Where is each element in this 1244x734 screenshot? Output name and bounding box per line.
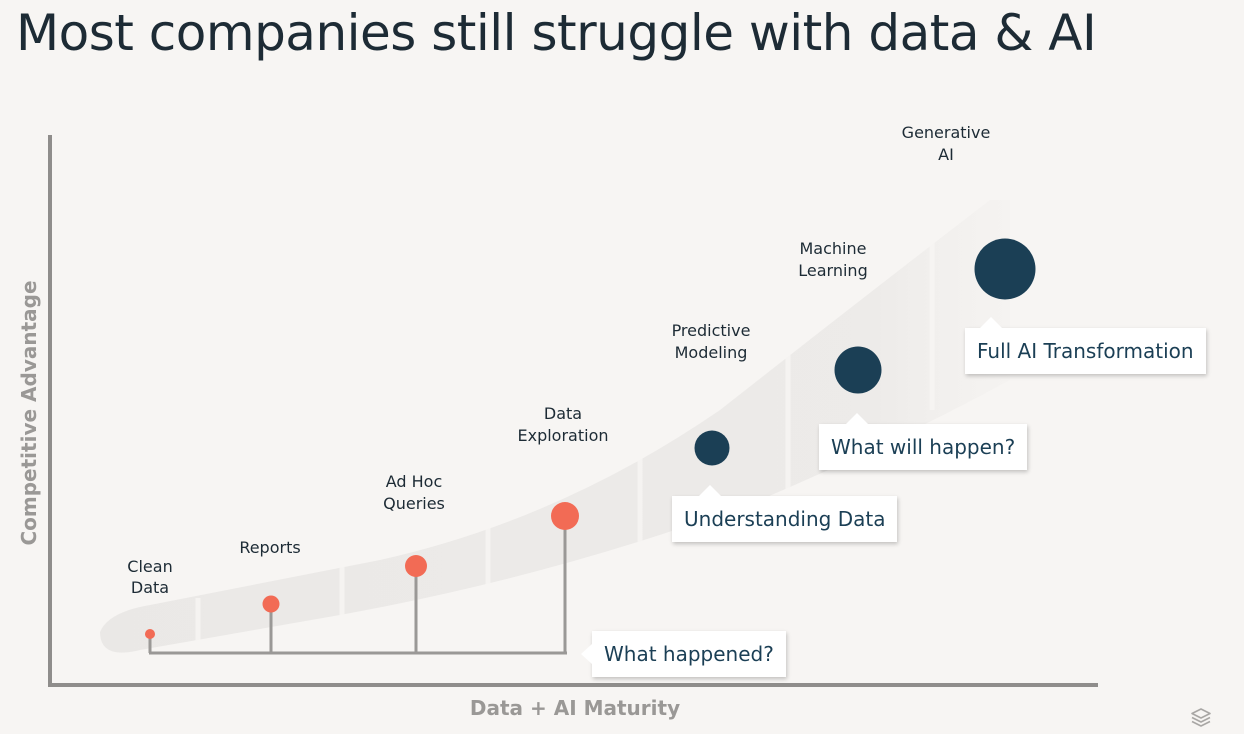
y-axis-label: Competitive Advantage bbox=[17, 280, 41, 545]
callout-what-will-happen: What will happen? bbox=[819, 413, 1028, 470]
reports-dot bbox=[262, 595, 280, 613]
stage-label-generative-line1: Generative bbox=[902, 123, 991, 142]
callout-understanding-data: Understanding Data bbox=[672, 485, 898, 542]
predictive-modeling-dot bbox=[694, 430, 730, 466]
databricks-layers-icon bbox=[1191, 708, 1211, 727]
stage-label-data-exploration-line1: Data bbox=[544, 404, 582, 423]
band-segments bbox=[195, 222, 935, 650]
stage-label-clean-data-line2: Data bbox=[131, 578, 169, 597]
slide-title: Most companies still struggle with data … bbox=[16, 4, 1097, 62]
stage-label-machine-learning-line1: Machine bbox=[800, 239, 867, 258]
machine-learning-dot bbox=[834, 346, 882, 394]
descriptive-bracket bbox=[148, 516, 567, 655]
stage-label-data-exploration-line2: Exploration bbox=[518, 426, 609, 445]
stage-label-machine-learning-line2: Learning bbox=[798, 261, 867, 280]
callout-what-happened: What happened? bbox=[581, 631, 786, 677]
x-axis-label: Data + AI Maturity bbox=[470, 696, 680, 720]
clean-data-dot bbox=[145, 629, 155, 639]
stage-label-predictive-line2: Modeling bbox=[675, 343, 748, 362]
stage-label-generative-line2: AI bbox=[938, 145, 954, 164]
stage-label-ad-hoc-line2: Queries bbox=[383, 494, 445, 513]
generative-ai-dot bbox=[974, 238, 1036, 300]
ad-hoc-queries-dot bbox=[405, 555, 427, 577]
callout-full-ai-transformation: Full AI Transformation bbox=[965, 317, 1206, 374]
data-exploration-dot bbox=[551, 502, 579, 530]
stage-label-clean-data-line1: Clean bbox=[127, 557, 172, 576]
stage-label-predictive-line1: Predictive bbox=[672, 321, 751, 340]
stage-label-ad-hoc-line1: Ad Hoc bbox=[386, 472, 443, 491]
stage-label-reports: Reports bbox=[239, 538, 300, 557]
